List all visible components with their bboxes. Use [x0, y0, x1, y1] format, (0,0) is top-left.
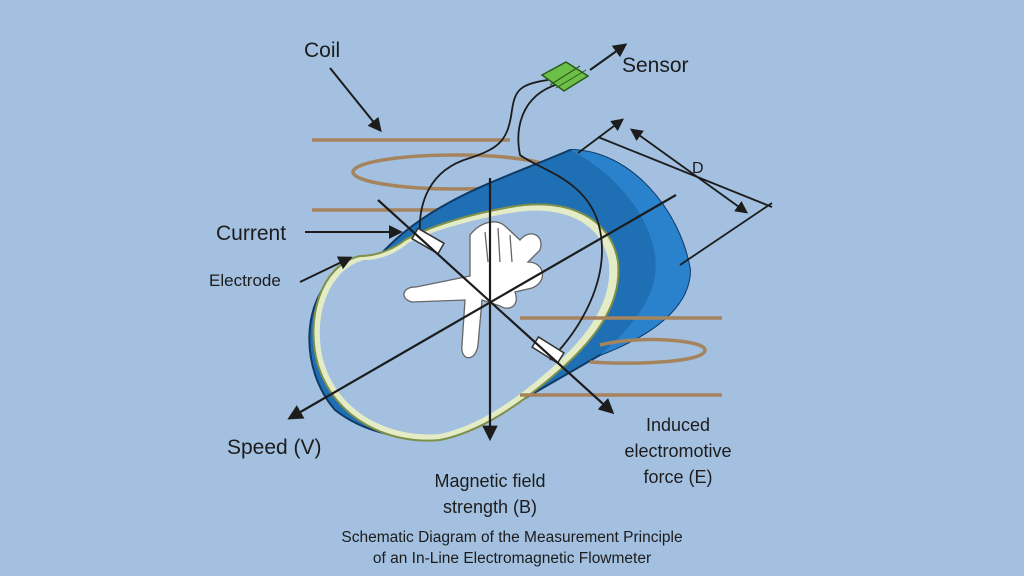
induced-emf-label: Induced electromotive force (E)	[598, 412, 758, 490]
electrode-label: Electrode	[209, 271, 281, 290]
induced-line-3: force (E)	[643, 467, 713, 488]
induced-line-1: Induced	[645, 415, 711, 435]
magnetic-line-1: Magnetic field	[434, 471, 546, 491]
lower-coil	[520, 316, 722, 397]
caption-line-2: of an In-Line Electromagnetic Flowmeter	[372, 549, 652, 567]
sensor-box-icon	[540, 61, 590, 92]
diameter-dimension	[577, 118, 773, 266]
current-label: Current	[216, 222, 287, 245]
diagram-caption: Schematic Diagram of the Measurement Pri…	[262, 528, 762, 570]
caption-line-1: Schematic Diagram of the Measurement Pri…	[341, 529, 683, 546]
diameter-label: D	[692, 160, 704, 177]
coil-pointer	[329, 67, 382, 133]
sensor-label: Sensor	[622, 54, 689, 77]
coil-label: Coil	[304, 39, 341, 62]
sensor-arrow	[589, 43, 628, 71]
speed-axis	[287, 194, 677, 420]
sensor-wires	[418, 79, 603, 361]
pointer-arrows	[299, 67, 403, 283]
electrode-pointer	[299, 256, 353, 283]
emf-axis	[377, 199, 615, 415]
axes	[287, 178, 677, 442]
magnetic-field-label: Magnetic field strength (B)	[410, 468, 570, 520]
induced-line-2: electromotive	[624, 441, 732, 462]
speed-label: Speed (V)	[227, 436, 322, 459]
right-hand-rule-icon	[403, 221, 544, 359]
magnetic-line-2: strength (B)	[442, 497, 538, 518]
